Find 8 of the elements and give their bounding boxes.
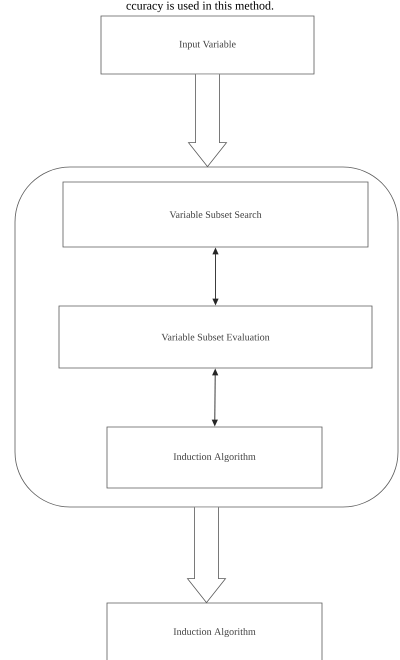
rounded-container <box>14 166 398 508</box>
process-box: Input Variable <box>100 16 314 74</box>
block-arrow <box>186 507 226 604</box>
process-box: Variable Subset Evaluation <box>58 306 372 368</box>
process-box: Variable Subset Search <box>62 182 368 248</box>
block-arrow <box>188 74 228 168</box>
process-box: Induction Algorithm <box>106 426 322 488</box>
process-box: Induction Algorithm <box>106 602 322 660</box>
